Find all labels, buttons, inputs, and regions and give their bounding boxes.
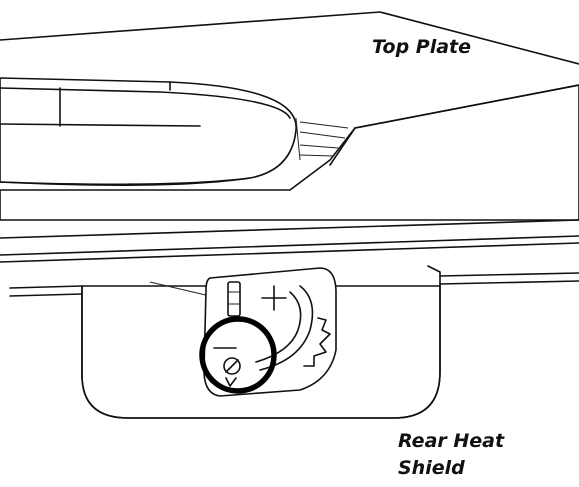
rear-heat-shield-label: Rear Heat Shield — [398, 428, 504, 482]
edge-rails — [0, 219, 579, 263]
control-screw — [223, 357, 241, 387]
top-plate-label: Top Plate — [372, 36, 472, 58]
flue-collar — [0, 77, 349, 186]
top-plate — [0, 11, 579, 221]
plus-symbol — [261, 285, 287, 311]
rear-heat-shield-label-line1: Rear Heat — [398, 430, 505, 452]
highlight-ring — [199, 316, 277, 394]
rear-heat-shield-label-line2: Shield — [398, 457, 465, 479]
